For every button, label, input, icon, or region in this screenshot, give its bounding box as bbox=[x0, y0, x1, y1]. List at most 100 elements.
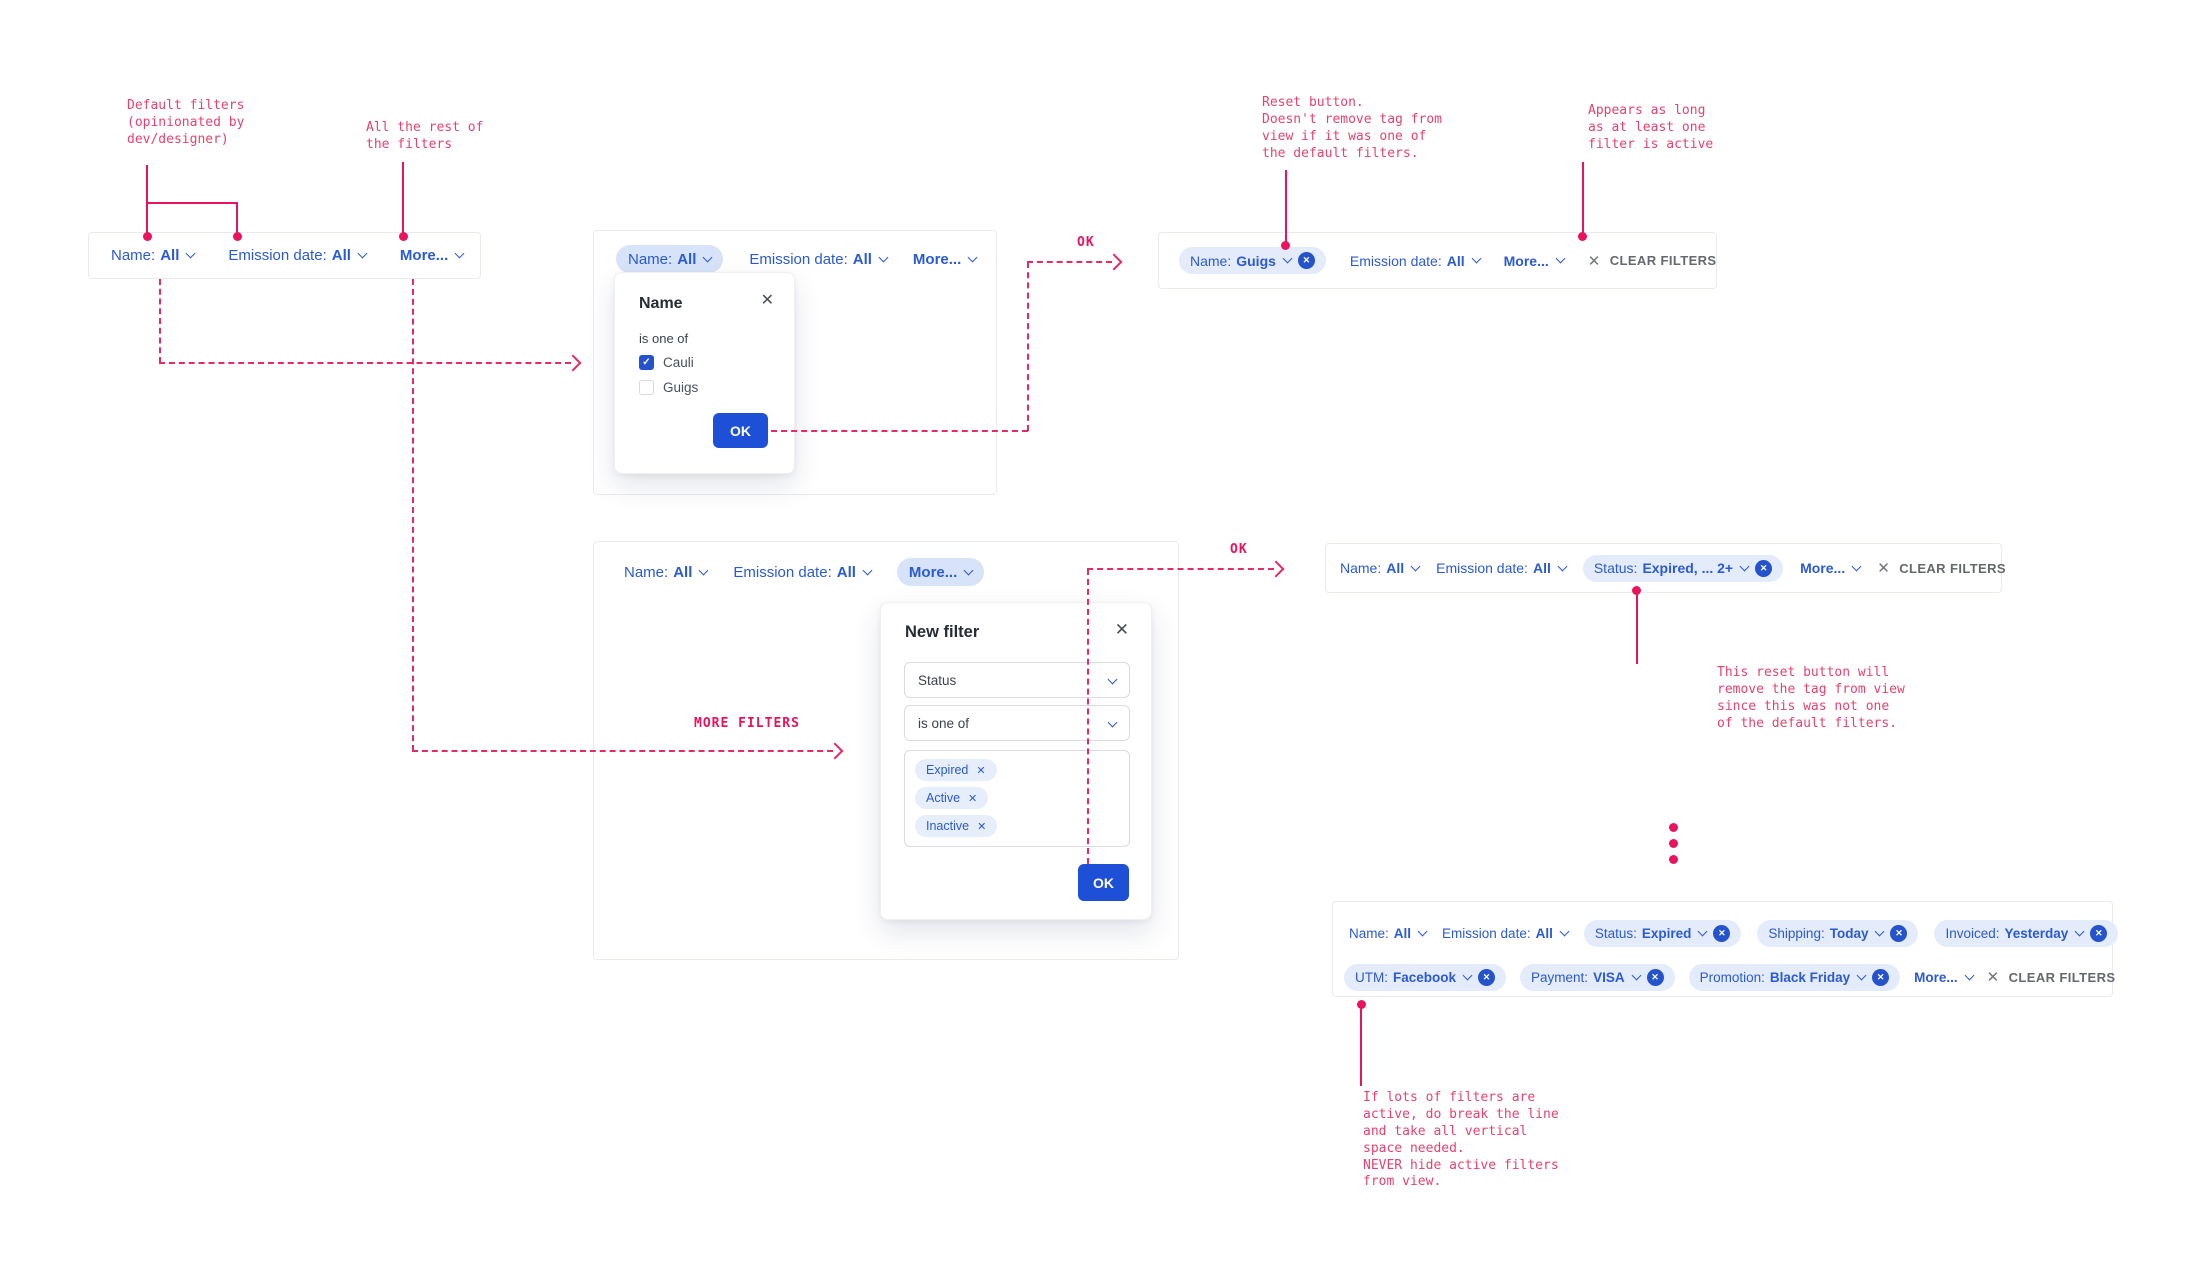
clear-filters-button[interactable]: ✕ CLEAR FILTERS bbox=[1877, 559, 2006, 577]
clear-filters-button[interactable]: ✕ CLEAR FILTERS bbox=[1987, 968, 2116, 986]
new-filter-popup: New filter ✕ Status is one of Expired ✕ … bbox=[880, 602, 1152, 920]
filter-more-dropdown[interactable]: More... bbox=[896, 558, 985, 586]
option-label: Cauli bbox=[663, 355, 694, 370]
filter-name-dropdown[interactable]: Name: All bbox=[1340, 560, 1421, 576]
filter-label: Name: bbox=[624, 563, 669, 581]
chevron-down-icon bbox=[1417, 926, 1428, 936]
option-cauli[interactable]: ✓ Cauli bbox=[639, 355, 694, 370]
filter-value: All bbox=[1535, 925, 1553, 941]
checkbox-unchecked-icon[interactable] bbox=[639, 380, 654, 395]
tag-label: Expired bbox=[926, 763, 969, 777]
reset-filter-icon[interactable]: ✕ bbox=[1755, 559, 1773, 577]
ellipsis-dot bbox=[1669, 855, 1678, 864]
filter-label: Emission date: bbox=[1436, 560, 1528, 576]
ellipsis-dot bbox=[1669, 823, 1678, 832]
flow-line bbox=[412, 279, 414, 751]
clear-x-icon: ✕ bbox=[1986, 969, 2000, 986]
filter-more-dropdown[interactable]: More... bbox=[399, 247, 465, 264]
reset-filter-icon[interactable]: ✕ bbox=[1297, 252, 1315, 269]
filter-name-dropdown[interactable]: Name: All bbox=[616, 245, 724, 273]
flow-label-more-filters: MORE FILTERS bbox=[694, 716, 800, 731]
filter-label: Emission date: bbox=[1442, 925, 1531, 941]
chevron-down-icon bbox=[1410, 561, 1421, 571]
filter-name-dropdown[interactable]: Name: All bbox=[624, 563, 709, 581]
clear-filters-label: CLEAR FILTERS bbox=[1609, 253, 1717, 268]
reset-filter-icon[interactable]: ✕ bbox=[1890, 924, 1908, 942]
reset-filter-icon[interactable]: ✕ bbox=[1646, 968, 1664, 986]
flow-line bbox=[159, 279, 161, 363]
ok-button[interactable]: OK bbox=[1078, 864, 1129, 901]
flow-label-ok: OK bbox=[1230, 542, 1248, 557]
filter-emission-date-dropdown[interactable]: Emission date: All bbox=[1350, 253, 1482, 269]
chevron-down-icon bbox=[1964, 970, 1975, 980]
reset-filter-icon[interactable]: ✕ bbox=[2090, 924, 2108, 942]
tag-label: Inactive bbox=[926, 819, 970, 833]
filter-value: Today bbox=[1829, 925, 1869, 941]
checkbox-checked-icon[interactable]: ✓ bbox=[639, 355, 654, 370]
filter-label: Emission date: bbox=[733, 563, 832, 581]
filter-shipping-dropdown[interactable]: Shipping: Today ✕ bbox=[1757, 919, 1919, 947]
flow-line bbox=[412, 750, 833, 752]
tag-expired: Expired ✕ bbox=[915, 759, 997, 781]
field-select[interactable]: Status bbox=[904, 662, 1130, 698]
filter-invoiced-dropdown[interactable]: Invoiced: Yesterday ✕ bbox=[1934, 919, 2119, 947]
filter-more-dropdown[interactable]: More... bbox=[1914, 970, 1975, 985]
filter-emission-date-dropdown[interactable]: Emission date: All bbox=[1442, 925, 1570, 941]
clear-x-icon: ✕ bbox=[1587, 252, 1601, 270]
filter-emission-date-dropdown[interactable]: Emission date: All bbox=[1436, 560, 1568, 576]
filter-value: All bbox=[673, 563, 693, 581]
filter-emission-date-dropdown[interactable]: Emission date: All bbox=[733, 563, 873, 581]
filter-label: Name: bbox=[1349, 925, 1389, 941]
filter-promotion-dropdown[interactable]: Promotion: Black Friday ✕ bbox=[1688, 963, 1901, 991]
filter-utm-dropdown[interactable]: UTM: Facebook ✕ bbox=[1344, 963, 1507, 991]
filter-emission-date-dropdown[interactable]: Emission date: All bbox=[749, 251, 889, 268]
close-icon[interactable]: ✕ bbox=[760, 292, 774, 309]
filter-bar-guigs: Name: Guigs ✕ Emission date: All More...… bbox=[1158, 232, 1717, 289]
filter-more-dropdown[interactable]: More... bbox=[1800, 560, 1862, 576]
selected-values-box[interactable]: Expired ✕ Active ✕ Inactive ✕ bbox=[904, 750, 1130, 847]
filter-value: Expired bbox=[1641, 925, 1692, 941]
filter-name-dropdown[interactable]: Name: All bbox=[111, 247, 196, 264]
chevron-down-icon bbox=[357, 248, 368, 259]
operator-select-value: is one of bbox=[918, 715, 970, 731]
chevron-down-icon bbox=[1462, 970, 1473, 980]
filter-emission-date-dropdown[interactable]: Emission date: All bbox=[228, 247, 368, 264]
filter-value: More... bbox=[912, 250, 962, 268]
chevron-down-icon bbox=[1697, 926, 1708, 936]
clear-filters-label: CLEAR FILTERS bbox=[1899, 560, 2006, 576]
chevron-down-icon bbox=[1856, 970, 1867, 980]
name-filter-popup: Name ✕ is one of ✓ Cauli Guigs OK bbox=[614, 272, 795, 474]
note-line-break: If lots of filters are active, do break … bbox=[1363, 1090, 1559, 1190]
filter-name-dropdown[interactable]: Name: All bbox=[1349, 925, 1428, 941]
close-icon[interactable]: ✕ bbox=[1114, 620, 1129, 639]
option-guigs[interactable]: Guigs bbox=[639, 380, 698, 395]
note-reset-button: Reset button. Doesn't remove tag from vi… bbox=[1262, 95, 1443, 161]
reset-filter-icon[interactable]: ✕ bbox=[1713, 924, 1731, 942]
remove-tag-icon[interactable]: ✕ bbox=[976, 764, 986, 777]
chevron-down-icon bbox=[862, 565, 873, 575]
filter-more-dropdown[interactable]: More... bbox=[912, 250, 978, 268]
annotation-line bbox=[146, 165, 148, 237]
filter-status-dropdown[interactable]: Status: Expired ✕ bbox=[1583, 919, 1742, 947]
reset-filter-icon[interactable]: ✕ bbox=[1872, 968, 1890, 986]
reset-filter-icon[interactable]: ✕ bbox=[1478, 968, 1496, 986]
annotation-line bbox=[1285, 170, 1287, 244]
filter-more-dropdown[interactable]: More... bbox=[1504, 253, 1566, 269]
filter-value: All bbox=[1386, 560, 1405, 576]
option-label: Guigs bbox=[663, 380, 699, 395]
popup-title: Name bbox=[639, 295, 683, 312]
filter-name-dropdown[interactable]: Name: Guigs ✕ bbox=[1179, 247, 1326, 274]
ok-button[interactable]: OK bbox=[713, 413, 768, 448]
annotation-dot bbox=[143, 232, 152, 241]
filter-status-dropdown[interactable]: Status: Expired, ... 2+ ✕ bbox=[1582, 554, 1784, 582]
remove-tag-icon[interactable]: ✕ bbox=[977, 820, 987, 833]
operator-select[interactable]: is one of bbox=[904, 705, 1130, 741]
remove-tag-icon[interactable]: ✕ bbox=[968, 792, 978, 805]
filter-value: More... bbox=[399, 247, 449, 264]
chevron-down-icon bbox=[878, 252, 889, 262]
chevron-down-icon bbox=[1282, 253, 1293, 264]
filter-value: All bbox=[677, 250, 697, 268]
clear-filters-button[interactable]: ✕ CLEAR FILTERS bbox=[1588, 252, 1717, 270]
filter-label: Emission date: bbox=[228, 247, 327, 264]
filter-payment-dropdown[interactable]: Payment: VISA ✕ bbox=[1520, 963, 1675, 991]
